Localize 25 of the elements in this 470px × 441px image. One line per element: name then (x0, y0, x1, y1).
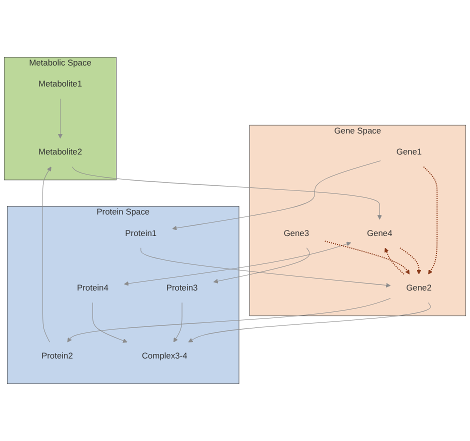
node-text: Gene3 (284, 228, 310, 238)
node-text: Protein2 (42, 352, 73, 361)
node-text: Gene1 (396, 148, 422, 157)
arrow (324, 240, 410, 274)
arrow (173, 302, 182, 342)
node-text: Protein1 (125, 228, 157, 238)
node-text: Metabolite2 (38, 148, 82, 157)
arrow (140, 248, 391, 288)
arrow (42, 166, 52, 342)
arrow (92, 302, 128, 343)
arrow (172, 160, 381, 230)
node-text: Gene4 (366, 228, 392, 238)
arrow (124, 242, 352, 286)
arrow (384, 248, 404, 275)
arrow (213, 248, 310, 284)
arrow (67, 298, 391, 342)
node-text: Metabolite1 (38, 80, 82, 89)
arrow (423, 166, 438, 274)
node-text: Complex3-4 (142, 352, 188, 361)
node-text: Protein4 (77, 284, 108, 293)
arrow (72, 166, 382, 220)
node-text: Protein3 (166, 284, 198, 293)
node-text: Gene2 (406, 284, 432, 293)
arrow (58, 98, 63, 139)
arrow (400, 247, 422, 274)
